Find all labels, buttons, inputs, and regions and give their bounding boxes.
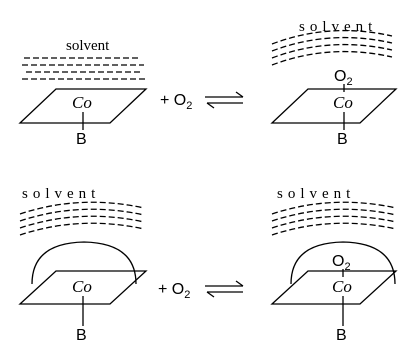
cobalt-label: Co	[332, 277, 352, 296]
solvent-label: solvent	[66, 38, 110, 54]
plus-oxygen-label: + O2	[158, 281, 190, 301]
solvent-arcs	[271, 201, 397, 236]
reaction-top: + O2	[160, 91, 244, 112]
solvent-arcs	[271, 29, 393, 66]
solvent-label: solvent	[22, 186, 100, 202]
strap-arc	[290, 241, 396, 285]
panel-bottom-left: solvent Co B	[18, 186, 148, 341]
equilibrium-arrow	[205, 91, 244, 109]
porphyrin-plane	[270, 88, 398, 124]
strap-arc	[31, 241, 137, 285]
panel-bottom-right: solvent O2 Co B	[270, 186, 398, 341]
panel-top-right: solvent O2 Co B	[270, 19, 398, 148]
base-label: B	[76, 327, 87, 341]
solvent-arcs	[19, 201, 145, 236]
porphyrin-plane	[18, 88, 148, 124]
cobalt-label: Co	[72, 93, 92, 112]
panel-top-left: solvent Co B	[18, 38, 148, 148]
base-label: B	[76, 131, 87, 148]
base-label: B	[337, 131, 348, 148]
solvent-label: solvent	[277, 186, 355, 202]
cobalt-label: Co	[72, 277, 92, 296]
solvent-label: solvent	[299, 19, 377, 35]
base-label: B	[336, 327, 347, 341]
reaction-bottom: + O2	[158, 280, 244, 301]
porphyrin-plane	[270, 270, 398, 305]
equilibrium-arrow	[205, 280, 244, 298]
cobalt-label: Co	[333, 93, 353, 112]
oxygen-ligand-label: O2	[332, 253, 351, 273]
plus-oxygen-label: + O2	[160, 92, 192, 112]
oxygen-ligand-label: O2	[334, 68, 353, 88]
solvent-dashes	[22, 57, 146, 80]
porphyrin-plane	[18, 270, 148, 305]
